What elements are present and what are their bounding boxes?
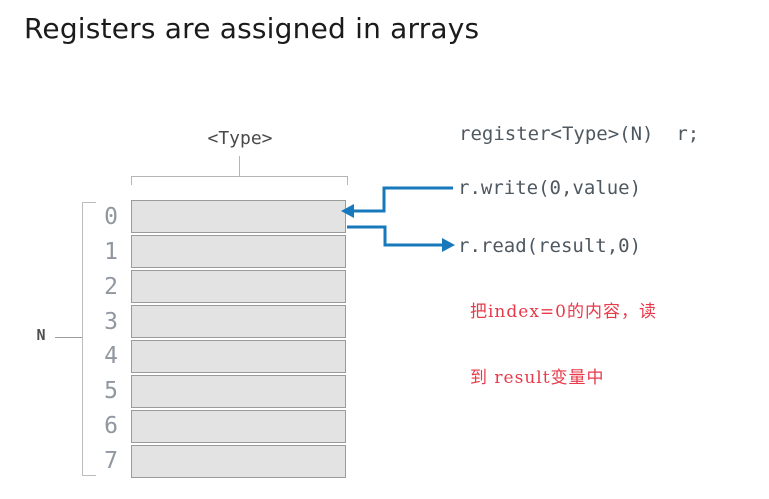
row-index-label: 6 [104, 412, 118, 439]
type-label: <Type> [207, 128, 273, 149]
n-label: N [36, 326, 46, 344]
read-annotation-line2: 到 result变量中 [470, 368, 605, 388]
register-cell [131, 375, 346, 408]
register-array [131, 200, 346, 478]
type-brace [131, 176, 348, 185]
register-cell [131, 235, 346, 268]
register-declaration: register<Type>(N) r; [459, 123, 700, 145]
write-call-label: r.write(0,value) [458, 177, 642, 199]
write-arrow-line [352, 186, 453, 213]
page-title: Registers are assigned in arrays [24, 12, 480, 45]
register-cell [131, 340, 346, 373]
n-brace [82, 202, 96, 476]
register-cell [131, 445, 346, 478]
row-index-label: 1 [104, 239, 118, 266]
row-index-label: 3 [104, 308, 118, 335]
row-index-label: 4 [104, 343, 118, 370]
register-cell [131, 410, 346, 443]
register-cell [131, 305, 346, 338]
read-arrowhead-icon [442, 238, 455, 252]
row-index-label: 0 [104, 204, 118, 231]
read-annotation-line1: 把index=0的内容，读 [470, 302, 657, 322]
row-index-label: 2 [104, 273, 118, 300]
read-annotation: 把index=0的内容，读 到 result变量中 [470, 257, 657, 433]
n-brace-connector [55, 337, 82, 338]
type-brace-stem [239, 156, 240, 176]
register-cell [131, 270, 346, 303]
register-cell [131, 200, 346, 233]
row-index-labels: 0 1 2 3 4 5 6 7 [82, 200, 118, 478]
row-index-label: 7 [104, 447, 118, 474]
row-index-label: 5 [104, 378, 118, 405]
read-arrow-line [347, 225, 444, 247]
read-call-label: r.read(result,0) [458, 235, 642, 257]
